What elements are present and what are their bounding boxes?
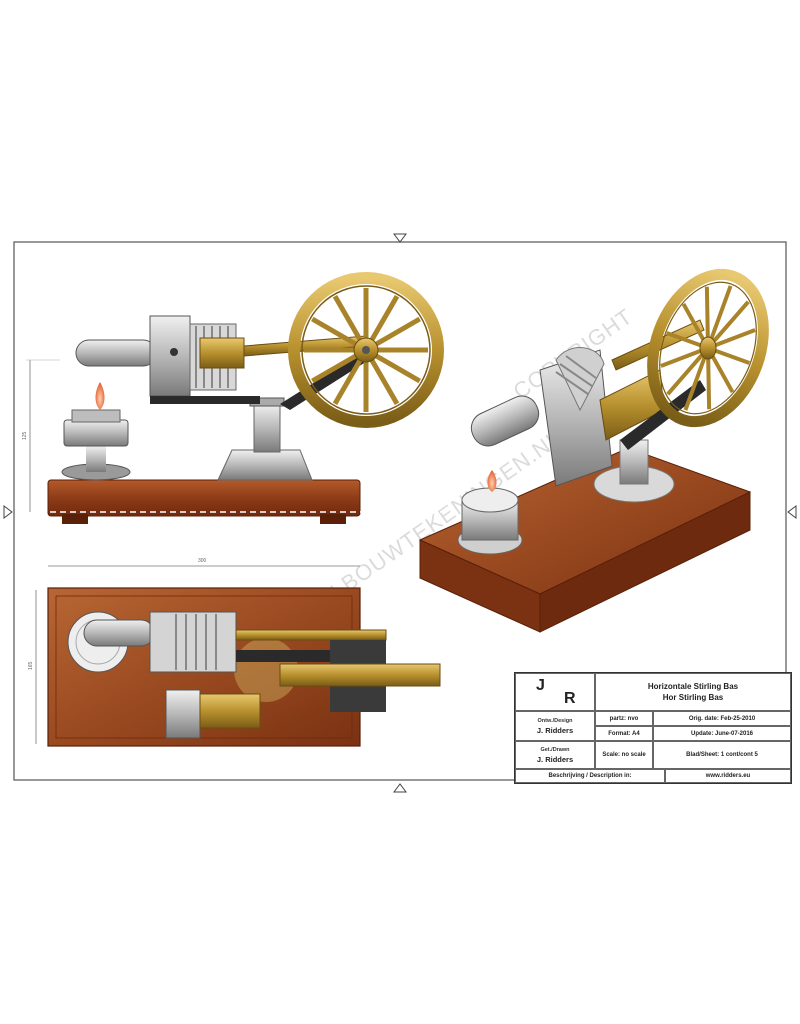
side-base	[47, 479, 361, 517]
iso-view	[418, 268, 769, 633]
original-date: Orig. date: Feb-25-2010	[653, 711, 791, 726]
dim-top-height: 165	[28, 661, 34, 670]
drawer-label: Get./Drawn	[540, 747, 570, 753]
logo-letter-r: R	[564, 690, 576, 707]
side-flywheel	[288, 272, 444, 428]
title-block: J R Horizontale Stirling Bas Hor Stirlin…	[514, 672, 792, 784]
drawing-title: Horizontale Stirling Bas Hor Stirling Ba…	[595, 673, 791, 711]
dim-side-height: 125	[22, 431, 28, 440]
designer-cell: Ontw./Design J. Ridders	[515, 711, 595, 741]
iso-flywheel	[647, 268, 769, 428]
description-label: Beschrijving / Description in:	[515, 769, 665, 783]
title-line-1: Horizontale Stirling Bas	[647, 682, 739, 691]
website: www.ridders.eu	[665, 769, 791, 783]
side-stand	[217, 397, 313, 481]
designer-label: Ontw./Design	[537, 718, 573, 724]
center-mark-right	[787, 505, 797, 519]
side-burner	[61, 382, 131, 481]
flame-icon	[95, 382, 105, 410]
paper-format: Format: A4	[595, 726, 653, 741]
drawer-name: J. Ridders	[536, 755, 574, 764]
designer-name: J. Ridders	[536, 726, 574, 735]
update-date: Update: June-07-2016	[653, 726, 791, 741]
title-line-2: Hor Stirling Bas	[662, 693, 724, 702]
iso-flame-icon	[487, 470, 497, 492]
dim-top-width: 300	[198, 558, 207, 564]
logo-cell: J R	[515, 673, 595, 711]
side-view: 125	[22, 272, 760, 524]
side-cylinder	[75, 315, 260, 404]
iso-flywheel-spoke	[706, 300, 750, 350]
drawer-cell: Get./Drawn J. Ridders	[515, 741, 595, 769]
sheet-number: Blad/Sheet: 1 cont/cont 5	[653, 741, 791, 769]
logo-letter-j: J	[536, 677, 545, 694]
drawing-scale: Scale: no scale	[595, 741, 653, 769]
center-mark-top	[393, 233, 407, 243]
part-number: partz: nvo	[595, 711, 653, 726]
top-view: 300 165	[28, 558, 441, 747]
center-mark-bottom	[393, 783, 407, 793]
iso-flywheel-spoke	[666, 346, 710, 396]
center-mark-left	[3, 505, 13, 519]
